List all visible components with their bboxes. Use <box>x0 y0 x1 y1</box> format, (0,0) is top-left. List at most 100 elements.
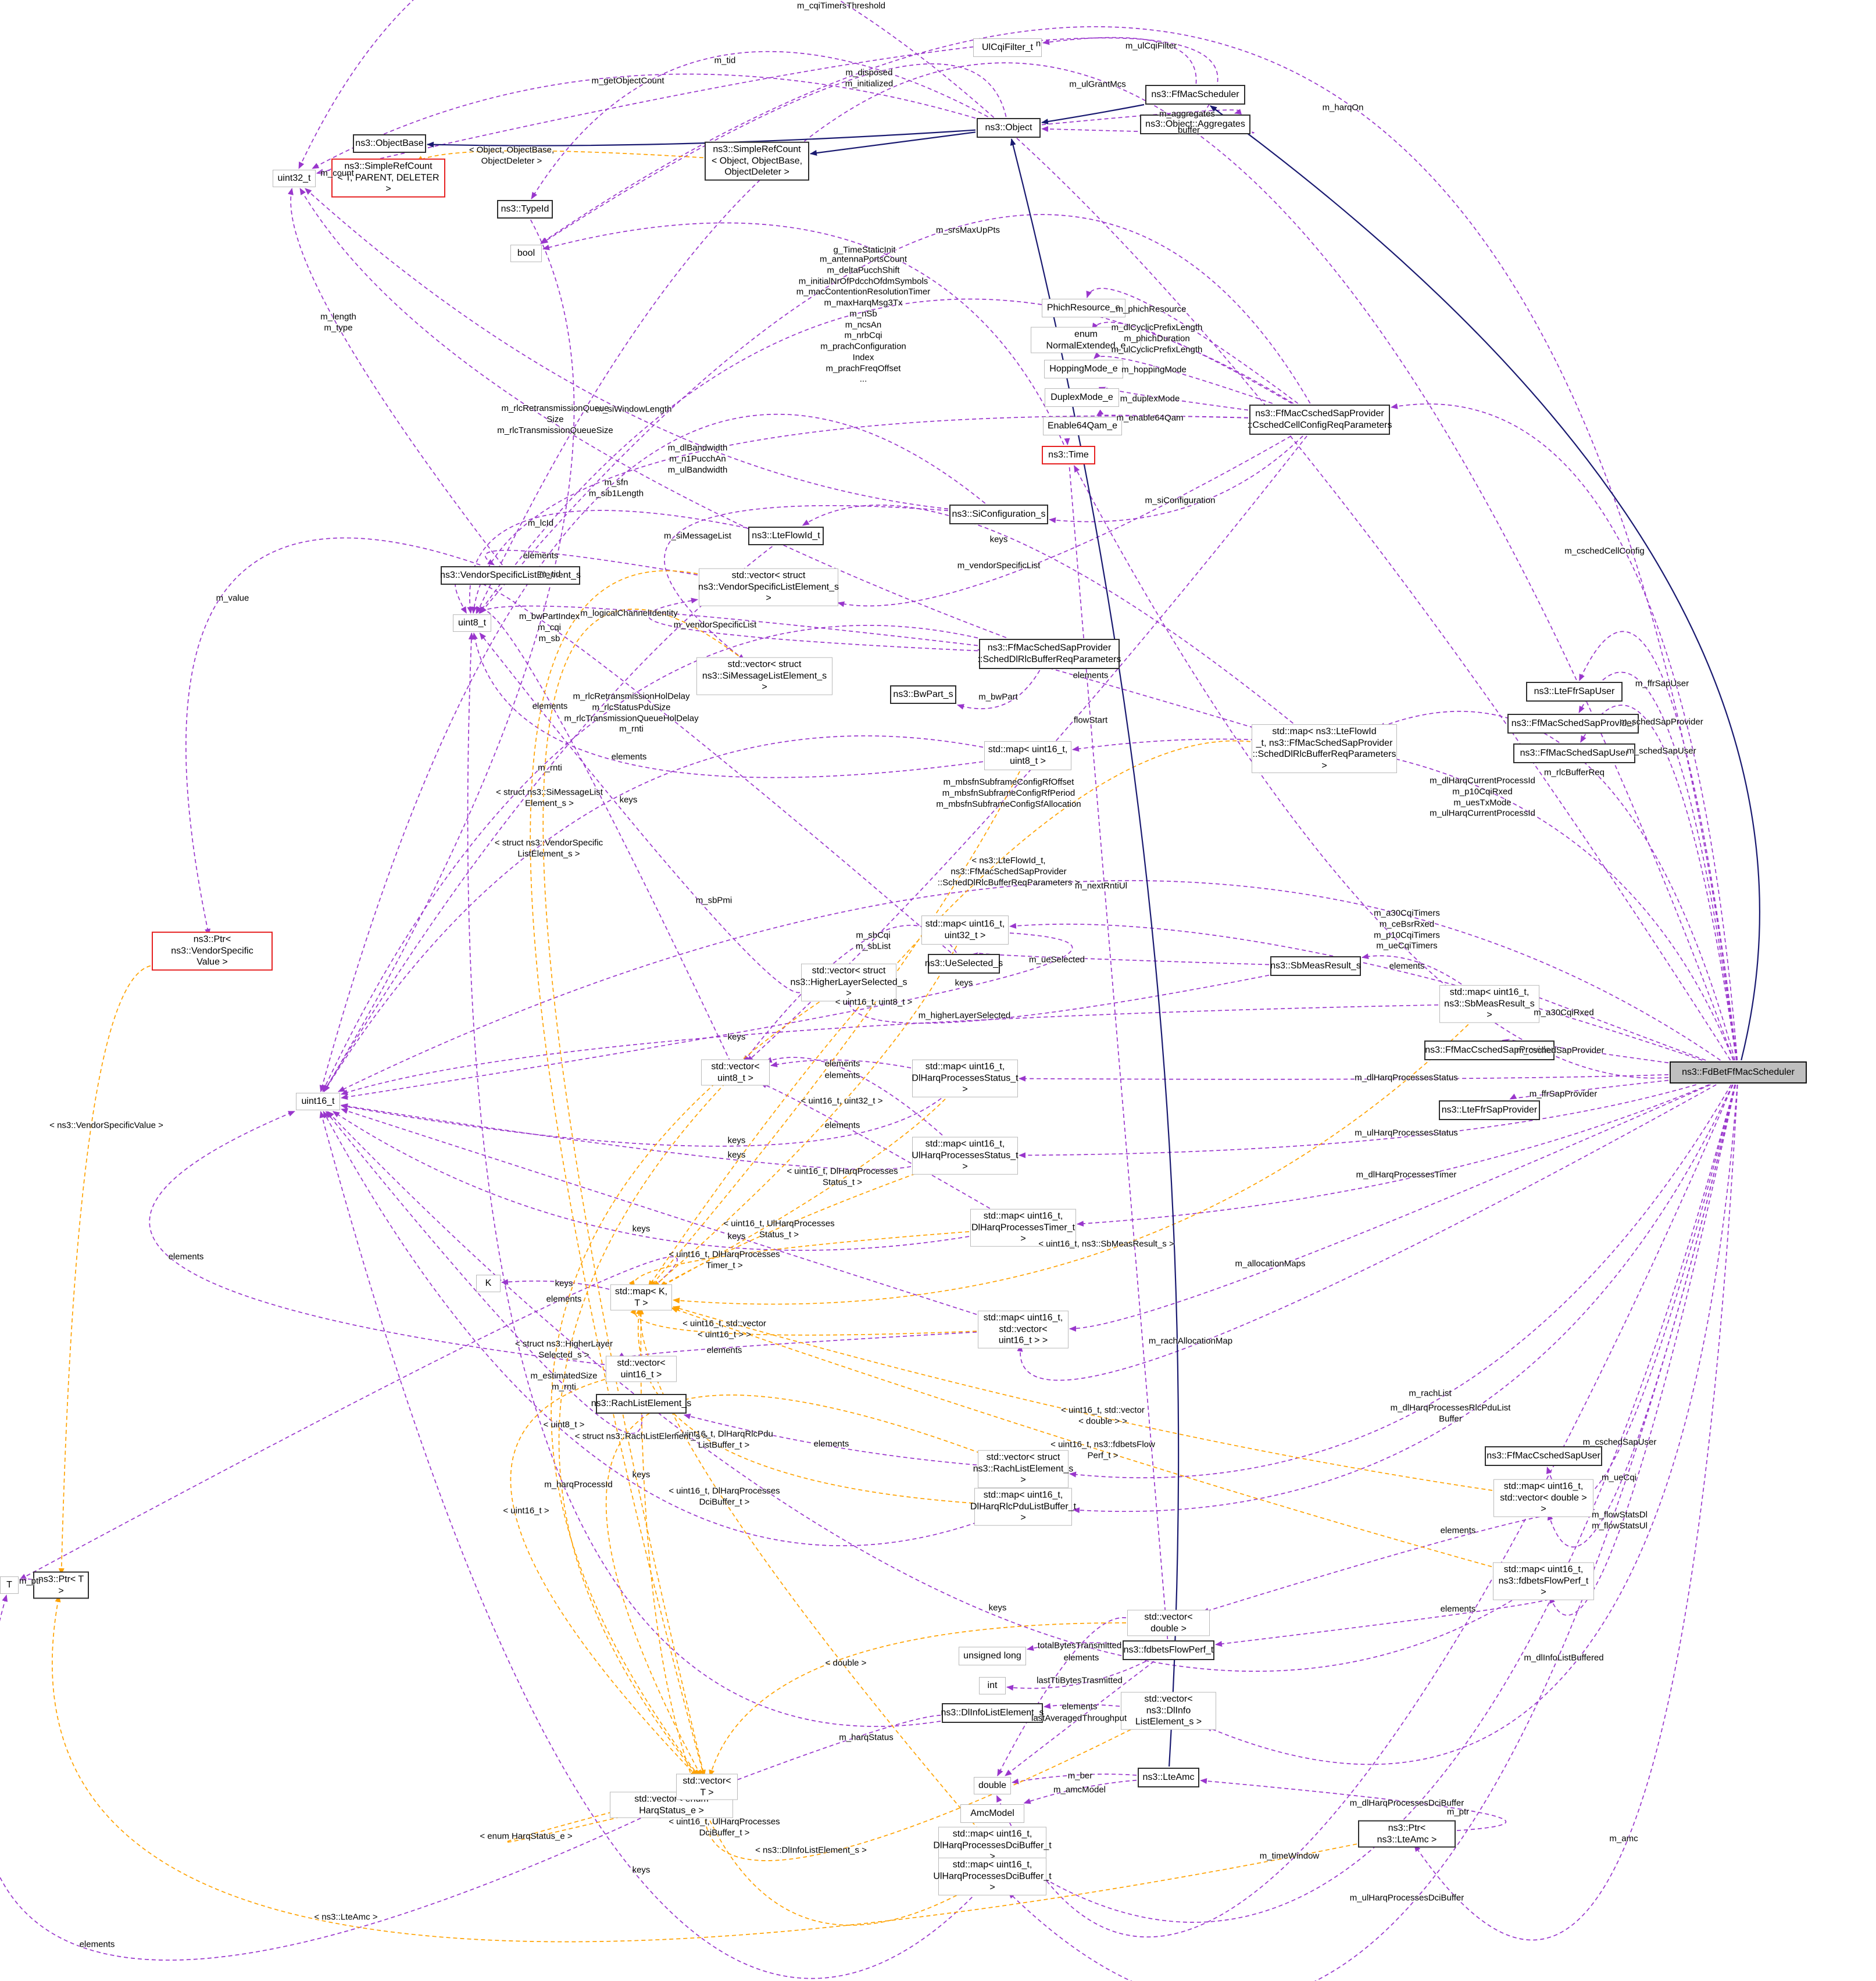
class-node-vec_simsg[interactable]: std::vector< struct ns3::SiMessageListEl… <box>696 657 832 695</box>
class-node-vec_rachlist[interactable]: std::vector< struct ns3::RachListElement… <box>973 1450 1073 1488</box>
edge-map_u16_vecu16-to-map_kt <box>630 1307 977 1336</box>
class-node-map_dlharqstatus[interactable]: std::map< uint16_t, DlHarqProcessesStatu… <box>912 1059 1019 1097</box>
class-node-src_t[interactable]: ns3::SimpleRefCount < T, PARENT, DELETER… <box>331 158 445 198</box>
class-node-map_u16_u32[interactable]: std::map< uint16_t, uint32_t > <box>921 916 1009 945</box>
class-node-map_ulharqdci[interactable]: std::map< uint16_t, UlHarqProcessesDciBu… <box>933 1857 1052 1896</box>
class-node-lteamc[interactable]: ns3::LteAmc <box>1138 1768 1199 1787</box>
class-node-aggregates[interactable]: ns3::Object::Aggregates <box>1140 115 1250 134</box>
edge-map_dlharqdci-to-map_kt <box>637 1307 980 1830</box>
class-node-ptr_lteamc[interactable]: ns3::Ptr< ns3::LteAmc > <box>1358 1820 1456 1848</box>
class-node-ptrT[interactable]: ns3::Ptr< T > <box>33 1571 89 1599</box>
class-node-duplex[interactable]: DuplexMode_e <box>1045 388 1119 407</box>
class-node-rachlistelem[interactable]: ns3::RachListElement_s <box>591 1394 691 1414</box>
class-node-map_flowid_sched[interactable]: std::map< ns3::LteFlowId _t, ns3::FfMacS… <box>1252 724 1397 774</box>
class-node-map_u16_u8[interactable]: std::map< uint16_t, uint8_t > <box>984 741 1071 770</box>
edge-map_u16_sbmeas-to-uint16 <box>341 1004 1439 1095</box>
class-node-lteffrsapuser[interactable]: ns3::LteFfrSapUser <box>1526 682 1623 702</box>
edge-scheddlrlc-to-bwpart <box>957 670 1041 710</box>
edge-vec_dlinfo-to-dlinfoelem <box>1044 1703 1120 1709</box>
class-node-bool[interactable]: bool <box>510 245 542 262</box>
edge-fdbetsflowperf-to-int <box>1006 1661 1146 1691</box>
edge-map_u16_vecu16-to-vec_uint16 <box>618 1331 977 1359</box>
class-node-map_dlharqtimer[interactable]: std::map< uint16_t, DlHarqProcessesTimer… <box>970 1208 1076 1247</box>
class-node-uint32[interactable]: uint32_t <box>273 170 316 187</box>
edge-fdbet-to-ptr_lteamc <box>1414 1084 1738 1941</box>
edge-cschedcellcfg-to-uint8 <box>471 415 1249 614</box>
class-node-phich[interactable]: PhichResource_e <box>1042 299 1125 317</box>
edge-fdbet-to-cschedcellcfg <box>1391 403 1738 1061</box>
class-node-map_u16_vecdouble[interactable]: std::map< uint16_t, std::vector< double … <box>1493 1479 1593 1517</box>
class-node-fdbetsflowperf[interactable]: ns3::fdbetsFlowPerf_t <box>1123 1640 1214 1660</box>
class-node-ffmaccschedsapprov[interactable]: ns3::FfMacCschedSapProvider <box>1424 1040 1555 1060</box>
edge-cschedcellcfg-to-siconfig <box>1049 435 1303 523</box>
edge-map_u16_u8-to-uint16 <box>323 735 984 1092</box>
class-node-vec_uint16[interactable]: std::vector< uint16_t > <box>606 1356 677 1382</box>
class-node-vec_vendorspec[interactable]: std::vector< struct ns3::VendorSpecificL… <box>698 568 839 606</box>
class-node-int[interactable]: int <box>979 1677 1006 1694</box>
class-node-dlinfoelem[interactable]: ns3::DlInfoListElement_s <box>941 1703 1044 1723</box>
edge-fdbet-to-lteffrsapprov <box>1509 1079 1669 1100</box>
class-node-map_kt[interactable]: std::map< K, T > <box>610 1284 672 1311</box>
edge-vecT-to-T <box>0 1594 685 1961</box>
class-node-vecT[interactable]: std::vector< T > <box>676 1773 738 1800</box>
class-node-vec_double[interactable]: std::vector< double > <box>1127 1610 1210 1636</box>
class-node-lteflowid[interactable]: ns3::LteFlowId_t <box>748 527 824 545</box>
class-node-enable64[interactable]: Enable64Qam_e <box>1043 417 1122 435</box>
class-node-fdbet[interactable]: ns3::FdBetFfMacScheduler <box>1670 1061 1807 1084</box>
edge-cschedcellcfg-to-normalext <box>1091 321 1292 404</box>
class-node-uint16[interactable]: uint16_t <box>296 1093 340 1110</box>
class-node-amcmodel[interactable]: AmcModel <box>960 1804 1024 1823</box>
edge-fdbet-to-bool <box>540 26 1738 1061</box>
class-node-vec_dlinfo[interactable]: std::vector< ns3::DlInfo ListElement_s > <box>1121 1692 1216 1730</box>
edge-fdbet-to-double <box>996 1084 1734 1938</box>
edge-fdbetsflowperf-to-double <box>1005 1661 1155 1776</box>
class-node-ueselected[interactable]: ns3::UeSelected_s <box>925 954 1003 974</box>
class-node-T[interactable]: T <box>0 1576 19 1594</box>
edge-map_dlharqstatus-to-map_kt <box>660 1093 951 1288</box>
class-node-vec_uint8[interactable]: std::vector< uint8_t > <box>701 1059 770 1086</box>
class-node-map_u16_fdbets[interactable]: std::map< uint16_t, ns3::fdbetsFlowPerf_… <box>1493 1562 1594 1600</box>
class-node-bwpart[interactable]: ns3::BwPart_s <box>890 685 956 704</box>
edge-ptr_vendorspec-to-ptrT <box>58 965 151 1575</box>
class-node-sbmeas[interactable]: ns3::SbMeasResult_s <box>1270 956 1361 976</box>
edge-ffmacsched-to-object <box>1041 103 1145 124</box>
class-node-hopping[interactable]: HoppingMode_e <box>1044 360 1123 378</box>
edge-map_u16_u32-to-map_kt <box>652 945 957 1288</box>
edge-map_kt-to-T <box>19 1256 678 1580</box>
class-node-cschedcellcfg[interactable]: ns3::FfMacCschedSapProvider ::CschedCell… <box>1248 405 1392 435</box>
class-node-ffmacsched[interactable]: ns3::FfMacScheduler <box>1145 85 1245 105</box>
class-node-object[interactable]: ns3::Object <box>977 118 1041 138</box>
class-node-src_obj[interactable]: ns3::SimpleRefCount < Object, ObjectBase… <box>705 141 809 181</box>
class-node-map_dlharqrlcpdu[interactable]: std::map< uint16_t, DlHarqRlcPduListBuff… <box>970 1487 1076 1526</box>
edge-vec_uint16-to-vecT <box>510 1379 698 1777</box>
class-node-K[interactable]: K <box>476 1275 501 1292</box>
class-node-scheddlrlc[interactable]: ns3::FfMacSchedSapProvider ::SchedDlRlcB… <box>978 639 1121 669</box>
class-node-map_u16_sbmeas[interactable]: std::map< uint16_t, ns3::SbMeasResult_s … <box>1439 985 1539 1023</box>
edge-map_flowid_sched-to-map_kt <box>648 740 1251 1288</box>
class-node-ulcqifilter[interactable]: UlCqiFilter_t <box>973 38 1042 57</box>
edge-fdbet-to-map_u16_u32 <box>1009 922 1703 1061</box>
edge-vendorspecelem-to-ptr_vendorspec <box>185 537 481 936</box>
class-node-ffmaccschedsapuser[interactable]: ns3::FfMacCschedSapUser <box>1485 1446 1602 1466</box>
class-node-vec_higherlayer[interactable]: std::vector< struct ns3::HigherLayerSele… <box>791 963 907 1002</box>
class-node-ffmacschedsapprov[interactable]: ns3::FfMacSchedSapProvider <box>1507 714 1639 734</box>
edge-object-to-bool <box>541 63 1007 244</box>
class-node-map_ulharqstatus[interactable]: std::map< uint16_t, UlHarqProcessesStatu… <box>912 1136 1019 1175</box>
class-node-normalext[interactable]: enum NormalExtended_e <box>1031 327 1141 353</box>
class-node-time[interactable]: ns3::Time <box>1042 446 1095 464</box>
class-node-lteffrsapprov[interactable]: ns3::LteFfrSapProvider <box>1439 1100 1540 1120</box>
class-node-ptr_vendorspec[interactable]: ns3::Ptr< ns3::VendorSpecific Value > <box>152 931 273 971</box>
edge-cschedcellcfg-to-vec_vendorspec <box>837 435 1292 607</box>
edge-vec_harqstatus-to-vecT <box>505 1794 676 1843</box>
class-node-ffmacschedsapuser[interactable]: ns3::FfMacSchedSapUser <box>1513 743 1635 763</box>
class-node-objectbase[interactable]: ns3::ObjectBase <box>353 134 426 153</box>
class-node-uint8[interactable]: uint8_t <box>453 614 491 632</box>
class-node-double[interactable]: double <box>974 1777 1011 1794</box>
class-node-typeid[interactable]: ns3::TypeId <box>497 200 553 219</box>
class-node-map_u16_vecu16[interactable]: std::map< uint16_t, std::vector< uint16_… <box>978 1310 1069 1349</box>
class-node-siconfig[interactable]: ns3::SiConfiguration_s <box>949 505 1048 524</box>
class-node-vendorspecelem[interactable]: ns3::VendorSpecificListElement_s <box>440 566 581 585</box>
edge-lteflowid-to-uint16 <box>323 546 773 1092</box>
edge-map_u16_sbmeas-to-map_kt <box>673 1019 1474 1305</box>
class-node-ulong[interactable]: unsigned long <box>959 1647 1026 1665</box>
